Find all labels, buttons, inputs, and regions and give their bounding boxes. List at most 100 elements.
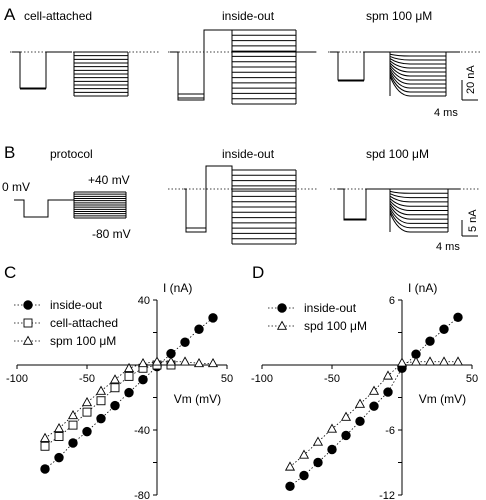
panel-a-letter: A <box>4 5 16 24</box>
data-point <box>354 398 366 408</box>
data-point <box>165 356 177 366</box>
series-open-triangle <box>284 356 464 471</box>
data-point <box>340 411 352 421</box>
panel-a-title-1: cell-attached <box>24 9 92 23</box>
y-tick-label: -40 <box>134 425 150 437</box>
data-point <box>193 357 205 368</box>
data-point <box>123 362 135 372</box>
legend-label: inside-out <box>50 298 103 312</box>
data-point <box>285 481 295 492</box>
data-point <box>355 416 365 427</box>
trace-step <box>389 67 446 81</box>
data-point <box>425 336 435 346</box>
data-point <box>22 335 34 345</box>
trace-step-edges <box>231 30 297 104</box>
data-point <box>410 356 422 366</box>
series-filled-circle <box>285 312 463 492</box>
y-tick-label: 6 <box>389 295 395 307</box>
trace-step <box>389 198 448 207</box>
y-axis-label: I (nA) <box>163 281 192 295</box>
panel-a: A cell-attached inside-out spm 100 μM <box>4 5 480 119</box>
legend-entry: spm 100 μM <box>14 334 116 348</box>
data-point <box>109 374 121 384</box>
data-point <box>23 318 33 328</box>
data-point <box>299 470 309 481</box>
trace-step <box>389 58 446 65</box>
series-filled-circle <box>40 313 218 474</box>
y-tick-label: 40 <box>138 295 150 307</box>
trace-step <box>389 207 448 224</box>
data-point <box>452 356 464 366</box>
trace-step <box>389 76 446 97</box>
data-point <box>96 413 106 424</box>
y-tick-label: -6 <box>385 425 395 437</box>
x-axis-label: Vm (mV) <box>174 392 221 406</box>
data-point <box>110 383 120 393</box>
data-point <box>68 438 78 448</box>
trace-step-edges <box>389 52 447 96</box>
data-point <box>312 436 324 446</box>
data-point <box>124 371 134 381</box>
trace-step <box>389 73 446 93</box>
y-tick-label: -12 <box>379 490 395 500</box>
legend-entry: inside-out <box>14 298 103 312</box>
series-open-triangle <box>39 356 219 442</box>
series-line <box>44 364 171 447</box>
data-point <box>368 385 380 395</box>
panel-a-trace-spm <box>328 51 480 97</box>
trace-step <box>389 60 446 69</box>
panel-a-scale-x: 4 ms <box>434 107 458 119</box>
trace-step <box>389 205 448 220</box>
data-point <box>453 312 463 323</box>
legend-entry: spd 100 μM <box>268 319 367 333</box>
legend-entry: inside-out <box>268 301 357 315</box>
trace-step <box>389 195 448 203</box>
data-point <box>124 387 134 398</box>
data-point <box>39 432 51 442</box>
protocol-label-minus80mv: -80 mV <box>92 227 131 241</box>
data-point <box>180 337 190 347</box>
panel-b-scale-bar: 5 nA 4 ms <box>436 209 479 253</box>
data-point <box>82 426 92 437</box>
panel-b-title-1: protocol <box>50 147 93 161</box>
legend-label: spm 100 μM <box>50 334 116 348</box>
legend-entry: cell-attached <box>14 316 118 330</box>
panel-a-scale-bar: 20 nA 4 ms <box>434 65 478 119</box>
trace-step <box>389 69 446 85</box>
data-point <box>438 356 450 366</box>
x-tick-label: 50 <box>221 373 233 385</box>
trace-step <box>389 200 448 211</box>
data-point <box>96 396 106 406</box>
data-point <box>179 356 191 366</box>
trace-step <box>389 53 446 57</box>
data-point <box>194 324 204 334</box>
data-point <box>138 374 148 385</box>
data-point <box>396 357 408 367</box>
data-point <box>326 423 338 433</box>
data-point <box>54 452 64 463</box>
panel-b-scale-y: 5 nA <box>467 209 479 232</box>
panel-b-protocol: 0 mV +40 mV -80 mV <box>2 173 131 241</box>
data-point <box>341 430 351 441</box>
panel-b-title-3: spd 100 μM <box>366 147 429 161</box>
data-point <box>137 357 149 368</box>
trace-step <box>389 202 448 216</box>
trace-step <box>389 210 448 229</box>
y-tick-label: -80 <box>134 490 150 500</box>
data-point <box>383 387 393 397</box>
legend-label: inside-out <box>304 301 357 315</box>
data-point <box>327 444 337 455</box>
data-point <box>208 313 218 323</box>
trace-step-edges <box>73 192 127 218</box>
x-tick-label: -100 <box>6 373 28 385</box>
panel-a-trace-inside-out <box>168 29 318 105</box>
data-point <box>95 385 107 395</box>
panel-b-trace-inside-out <box>168 165 318 245</box>
trace-step-edges <box>389 189 449 232</box>
panel-b-title-2: inside-out <box>222 147 275 161</box>
protocol-label-0mv: 0 mV <box>2 180 30 194</box>
